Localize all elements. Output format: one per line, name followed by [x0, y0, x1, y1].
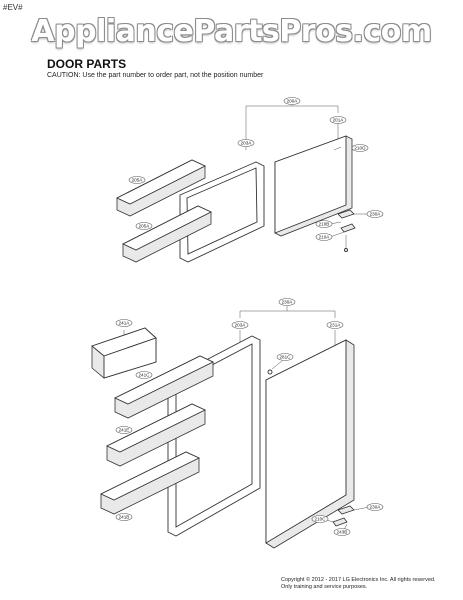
- lower-door-panel: [265, 339, 355, 549]
- callout-281c: 281C: [276, 353, 294, 361]
- lower-door-bin-3: [99, 451, 201, 515]
- callout-203a-lower: 203A: [231, 321, 249, 329]
- callout-210g: 210G: [351, 144, 369, 152]
- callout-241b: 241B: [115, 513, 133, 521]
- callout-210b: 210B: [315, 220, 333, 228]
- svg-text:210G: 210G: [354, 146, 366, 151]
- callout-205a-bottom: 205A: [135, 222, 153, 230]
- upper-door-bin-top: [115, 159, 207, 217]
- callout-230a-lower-top: 230A: [278, 298, 296, 306]
- copyright-line-1: Copyright © 2012 - 2017 LG Electronics I…: [281, 577, 436, 583]
- svg-text:230A: 230A: [370, 212, 382, 217]
- callout-230a-upper: 230A: [366, 210, 384, 218]
- corner-code: #EV#: [3, 3, 23, 12]
- callout-201a: 201A: [329, 116, 347, 124]
- svg-text:205A: 205A: [139, 224, 151, 229]
- svg-text:241C: 241C: [139, 373, 151, 378]
- page-title: DOOR PARTS: [47, 57, 127, 71]
- copyright-notice: Copyright © 2012 - 2017 LG Electronics I…: [281, 577, 435, 591]
- callout-230a-lower-hinge: 230A: [366, 503, 384, 511]
- svg-text:203A: 203A: [241, 141, 253, 146]
- svg-text:241A: 241A: [119, 321, 131, 326]
- upper-door-gasket: [179, 161, 265, 263]
- callout-241e: 241E: [115, 426, 133, 434]
- svg-text:230A: 230A: [282, 300, 294, 305]
- lower-hinge-parts: [326, 505, 370, 531]
- svg-text:210A: 210A: [319, 235, 331, 240]
- callout-231a: 231A: [326, 321, 344, 329]
- callout-210c: 210C: [311, 515, 329, 523]
- svg-text:210B: 210B: [319, 222, 330, 227]
- upper-door-assembly: 200A 203A 201A 210G 205A 205A 230A 210B …: [115, 97, 384, 263]
- upper-hinge-parts: [329, 209, 369, 252]
- copyright-line-2: Only training and service purposes.: [281, 584, 368, 590]
- svg-text:241B: 241B: [119, 515, 130, 520]
- svg-text:241E: 241E: [119, 428, 130, 433]
- svg-text:231A: 231A: [330, 323, 342, 328]
- site-watermark: AppliancePartsPros.com: [31, 14, 432, 49]
- callout-241a: 241A: [115, 319, 133, 327]
- lower-door-bin-1: [113, 355, 215, 419]
- svg-text:230A: 230A: [370, 505, 382, 510]
- lower-door-assembly: 241A 230A 203A 231A 281C 241C 241E 241B …: [91, 298, 384, 549]
- svg-text:205A: 205A: [132, 178, 144, 183]
- callout-200a: 200A: [283, 97, 301, 105]
- callout-205a-top: 205A: [128, 176, 146, 184]
- svg-text:203A: 203A: [235, 323, 247, 328]
- callout-243b: 243B: [333, 528, 351, 536]
- callout-203a: 203A: [237, 139, 255, 147]
- svg-text:243B: 243B: [337, 530, 348, 535]
- upper-door-bin-bottom: [121, 205, 213, 263]
- callout-210a: 210A: [315, 233, 333, 241]
- upper-door-panel: [274, 135, 353, 237]
- svg-text:200A: 200A: [287, 99, 299, 104]
- svg-text:201A: 201A: [333, 118, 345, 123]
- callout-241c: 241C: [135, 371, 153, 379]
- svg-text:210C: 210C: [315, 517, 327, 522]
- lower-door-bin-2: [105, 403, 207, 467]
- lower-dairy-bin: [91, 327, 157, 379]
- svg-text:281C: 281C: [280, 355, 292, 360]
- caution-note: CAUTION: Use the part number to order pa…: [47, 72, 264, 79]
